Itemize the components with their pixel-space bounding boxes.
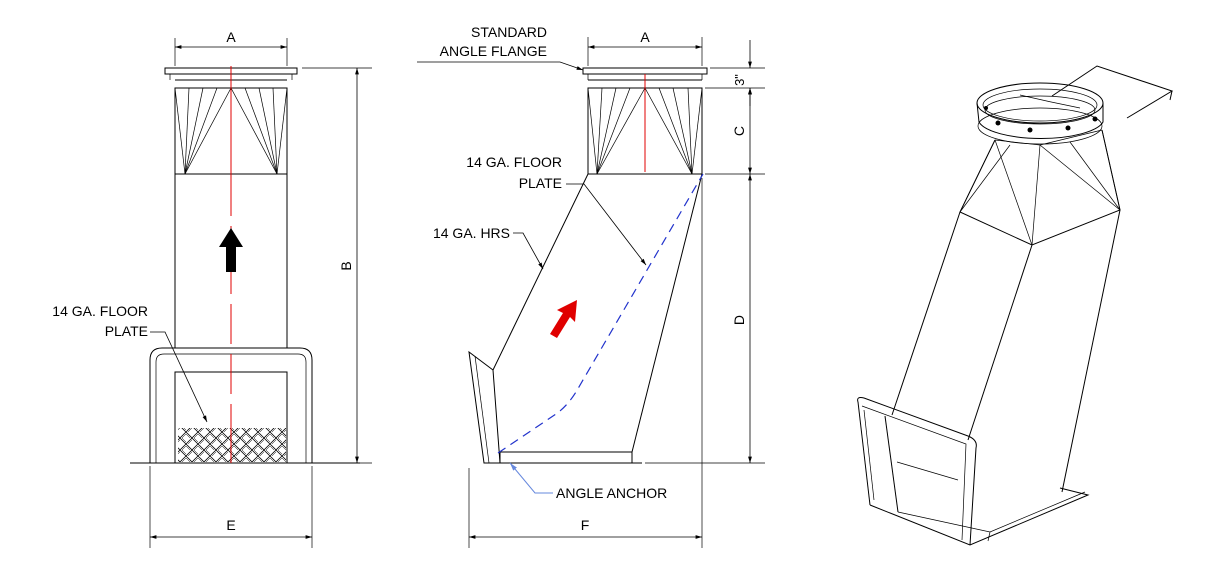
side-floor-plate-label-2: PLATE [519, 175, 562, 191]
std-flange-label-1: STANDARD [471, 24, 547, 40]
dim-e: E [226, 517, 235, 533]
dim-d: D [731, 315, 747, 325]
iso-flange-bolts [984, 106, 1098, 133]
dim-3: 3" [732, 74, 747, 86]
angle-anchor-label: ANGLE ANCHOR [556, 485, 667, 501]
side-view: STANDARD ANGLE FLANGE 14 GA. FLOOR PLATE… [417, 24, 765, 548]
isometric-view [857, 65, 1174, 546]
side-floor-plate-label-1: 14 GA. FLOOR [466, 154, 562, 170]
side-hood [468, 350, 501, 464]
front-floor-plate-hatch [178, 428, 286, 462]
hrs-label: 14 GA. HRS [433, 225, 510, 241]
front-view: A B E 14 GA. FLOOR PLATE [52, 29, 372, 548]
diagonal-up-arrow-icon [550, 300, 577, 338]
dim-c: C [731, 126, 747, 136]
side-flange [582, 67, 708, 75]
front-floor-plate-label-1: 14 GA. FLOOR [52, 303, 148, 319]
std-flange-label-2: ANGLE FLANGE [440, 43, 547, 59]
dim-a-side: A [640, 29, 650, 45]
iso-hood [857, 397, 977, 546]
side-floor-plate-hidden [497, 173, 704, 454]
front-hood [149, 347, 313, 463]
dim-a-front: A [226, 29, 236, 45]
front-floor-plate-label-2: PLATE [105, 323, 148, 339]
dim-f: F [581, 517, 590, 533]
dim-b: B [338, 261, 354, 270]
up-arrow-icon [219, 228, 243, 272]
